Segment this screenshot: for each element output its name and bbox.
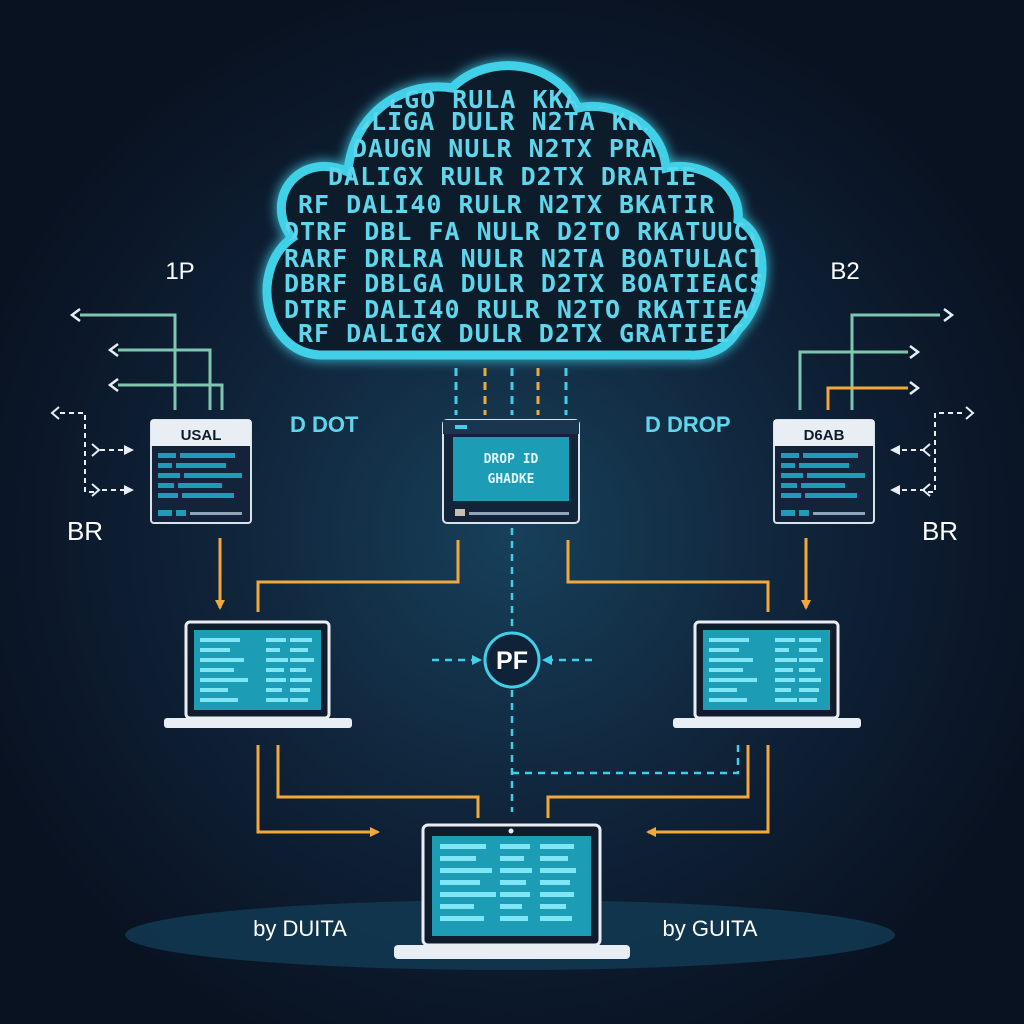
laptop-icon (394, 823, 630, 959)
cloud-line: DTRF DALI40 RULR N2TO RKATIEACTH (284, 295, 798, 324)
chevron-right-icon (909, 308, 955, 395)
label-top-left: 1P (165, 258, 194, 285)
hub-label: PF (496, 647, 528, 675)
left-dashed-arrows (50, 406, 134, 497)
label-top-right: B2 (830, 258, 859, 285)
left-window: USAL (150, 419, 252, 524)
laptop-icon (673, 620, 861, 728)
chevron-left-icon (69, 308, 119, 392)
left-window-title: USAL (181, 427, 222, 444)
label-right-mid: D DROP (645, 412, 731, 437)
center-window: DROP ID GHADKE (442, 419, 580, 524)
label-right-br: BR (922, 516, 958, 546)
label-bottom-left: by DUITA (253, 916, 347, 941)
right-window-title: D6AB (804, 427, 845, 444)
hub-icon: PF (483, 631, 541, 689)
cloud-line: DALIGX RULR D2TX DRATIE (328, 162, 697, 191)
cloud-line: DBRF DBLGA DULR D2TX BOATIEACSH (284, 269, 782, 298)
label-left-br: BR (67, 516, 103, 546)
cyan-dashed-connectors (432, 528, 740, 812)
cloud-line: RF DALIGX DULR D2TX GRATIEICAB (298, 319, 780, 348)
right-dashed-arrows (890, 406, 975, 497)
cloud-line: DTRF DBL FA NULR D2TO RKATUUCRG (284, 217, 782, 246)
cloud-line: RARF DRLRA NULR N2TA BOATULACTE (284, 244, 782, 273)
laptop-icon (164, 620, 352, 728)
center-window-line1: DROP ID (484, 452, 539, 467)
cloud-icon: DLGO RULA KKATI DLIGA DULR N2TA KKAT DAU… (262, 61, 798, 360)
label-bottom-right: by GUITA (663, 916, 758, 941)
cloud-line: RF DALI40 RULR N2TX BKATIR (298, 190, 715, 219)
right-window: D6AB (773, 419, 875, 524)
cloud-downlinks (454, 368, 568, 415)
cloud-line: DAUGN NULR N2TX PRATA (352, 134, 689, 163)
label-left-mid: D DOT (290, 412, 359, 437)
orange-connectors (215, 538, 811, 837)
left-top-connectors (80, 313, 224, 410)
right-top-connectors (798, 313, 940, 410)
center-window-line2: GHADKE (488, 472, 535, 487)
